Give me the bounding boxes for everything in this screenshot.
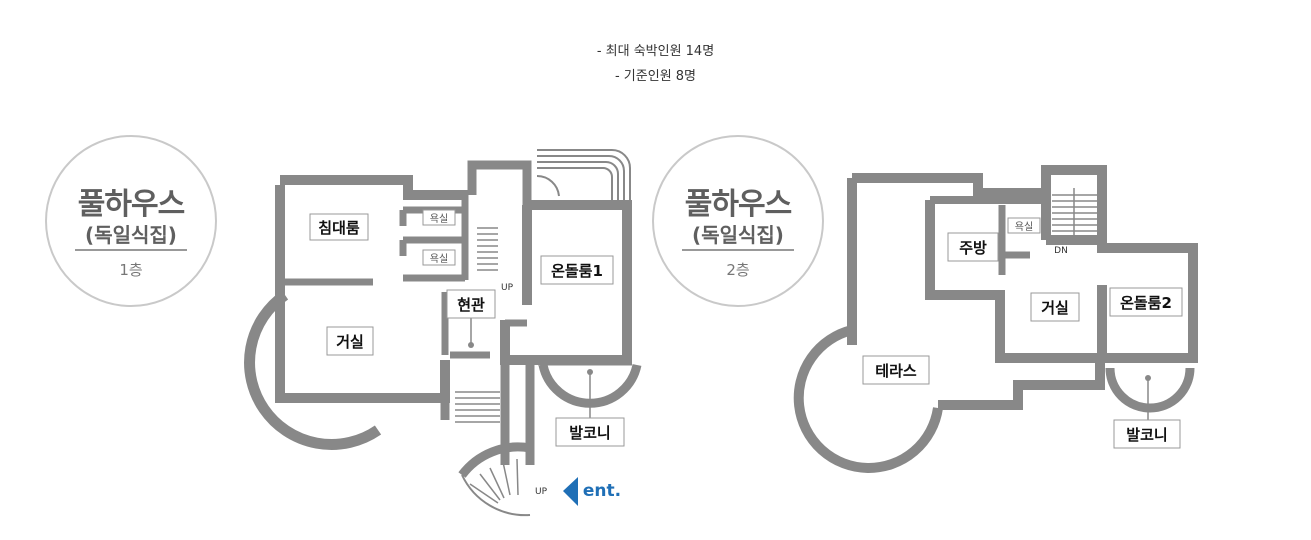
bedroom-label-box <box>309 213 369 241</box>
balcony2-label-box <box>1113 419 1181 449</box>
floor2-inner-top <box>925 200 1198 363</box>
standard-occupancy-text: - 기준인원 8명 <box>614 69 697 84</box>
floor1-plan <box>244 160 642 465</box>
bedroom-label: 침대룸 <box>318 219 360 237</box>
floor2-balcony-pointer-dot <box>1145 375 1151 381</box>
floor1-entrance-walls <box>441 292 527 359</box>
bath-top-label: 욕실 <box>430 213 448 225</box>
entrance-arrow-icon <box>563 477 578 506</box>
bath-bottom-label: 욕실 <box>430 253 448 265</box>
living2-label-box <box>1030 292 1080 322</box>
floor2-bath-wall <box>998 205 1030 275</box>
stair-up-label: UP <box>501 283 514 293</box>
floor2-balcony-arc <box>1105 367 1195 413</box>
entrance-label: 현관 <box>457 296 485 314</box>
terrace-label-box <box>862 355 930 385</box>
kitchen-label: 주방 <box>959 239 987 257</box>
floor2-badge-title: 풀하우스 <box>684 187 792 222</box>
entrance-pointer-dot <box>468 342 474 348</box>
floor1-top-rails <box>536 149 631 200</box>
floor1-top-wall <box>280 175 468 200</box>
living2-label: 거실 <box>1041 299 1069 317</box>
floor1-badge-title: 풀하우스 <box>77 187 185 222</box>
balcony1-label: 발코니 <box>569 424 610 442</box>
floor2-stairs-lines <box>1052 188 1097 240</box>
ondol1-label: 온돌룸1 <box>551 262 603 280</box>
ondol2-label-box <box>1109 287 1183 317</box>
entrance-label-box <box>446 289 496 319</box>
floor1-badge-divider <box>75 249 187 251</box>
ondol1-label-box <box>540 255 614 285</box>
floor1-spiral-stair <box>458 442 531 517</box>
balcony2-label: 발코니 <box>1126 426 1167 444</box>
stair-dn-label: DN <box>1054 246 1068 256</box>
floor2-badge-divider <box>682 249 794 251</box>
ondol2-label: 온돌룸2 <box>1120 294 1172 312</box>
floor2-badge-floor: 2층 <box>726 261 750 279</box>
bath-top-label-box <box>422 209 456 226</box>
floor1-stairs-lines <box>455 227 500 423</box>
floor1-badge: 풀하우스 (독일식집) 1층 <box>45 135 217 307</box>
floor2-terrace-arc <box>793 325 943 473</box>
living1-label: 거실 <box>336 333 364 351</box>
ent-label: ent. <box>583 481 621 501</box>
floor1-badge-floor: 1층 <box>119 261 143 279</box>
bath-bottom-label-box <box>422 249 456 266</box>
floor2-stair-tower <box>1041 165 1107 248</box>
floor1-living-arc <box>244 290 382 450</box>
max-occupancy-text: - 최대 숙박인원 14명 <box>596 44 715 59</box>
floor2-plan <box>793 165 1198 473</box>
spiral-up-label: UP <box>535 487 548 497</box>
floor2-badge-subtitle: (독일식집) <box>692 223 784 247</box>
bath2-label: 욕실 <box>1015 221 1033 233</box>
floor1-badge-subtitle: (독일식집) <box>85 223 177 247</box>
balcony1-label-box <box>555 417 625 447</box>
floor1-stair-tower <box>467 160 532 210</box>
balcony-pointer-dot <box>587 369 593 375</box>
floor2-badge: 풀하우스 (독일식집) 2층 <box>652 135 824 307</box>
terrace-label: 테라스 <box>875 362 917 380</box>
bath2-label-box <box>1007 217 1041 234</box>
floor2-outer-left <box>852 173 1046 198</box>
living1-label-box <box>326 326 374 356</box>
kitchen-label-box <box>947 232 999 262</box>
floor2-bottom <box>938 362 1105 410</box>
